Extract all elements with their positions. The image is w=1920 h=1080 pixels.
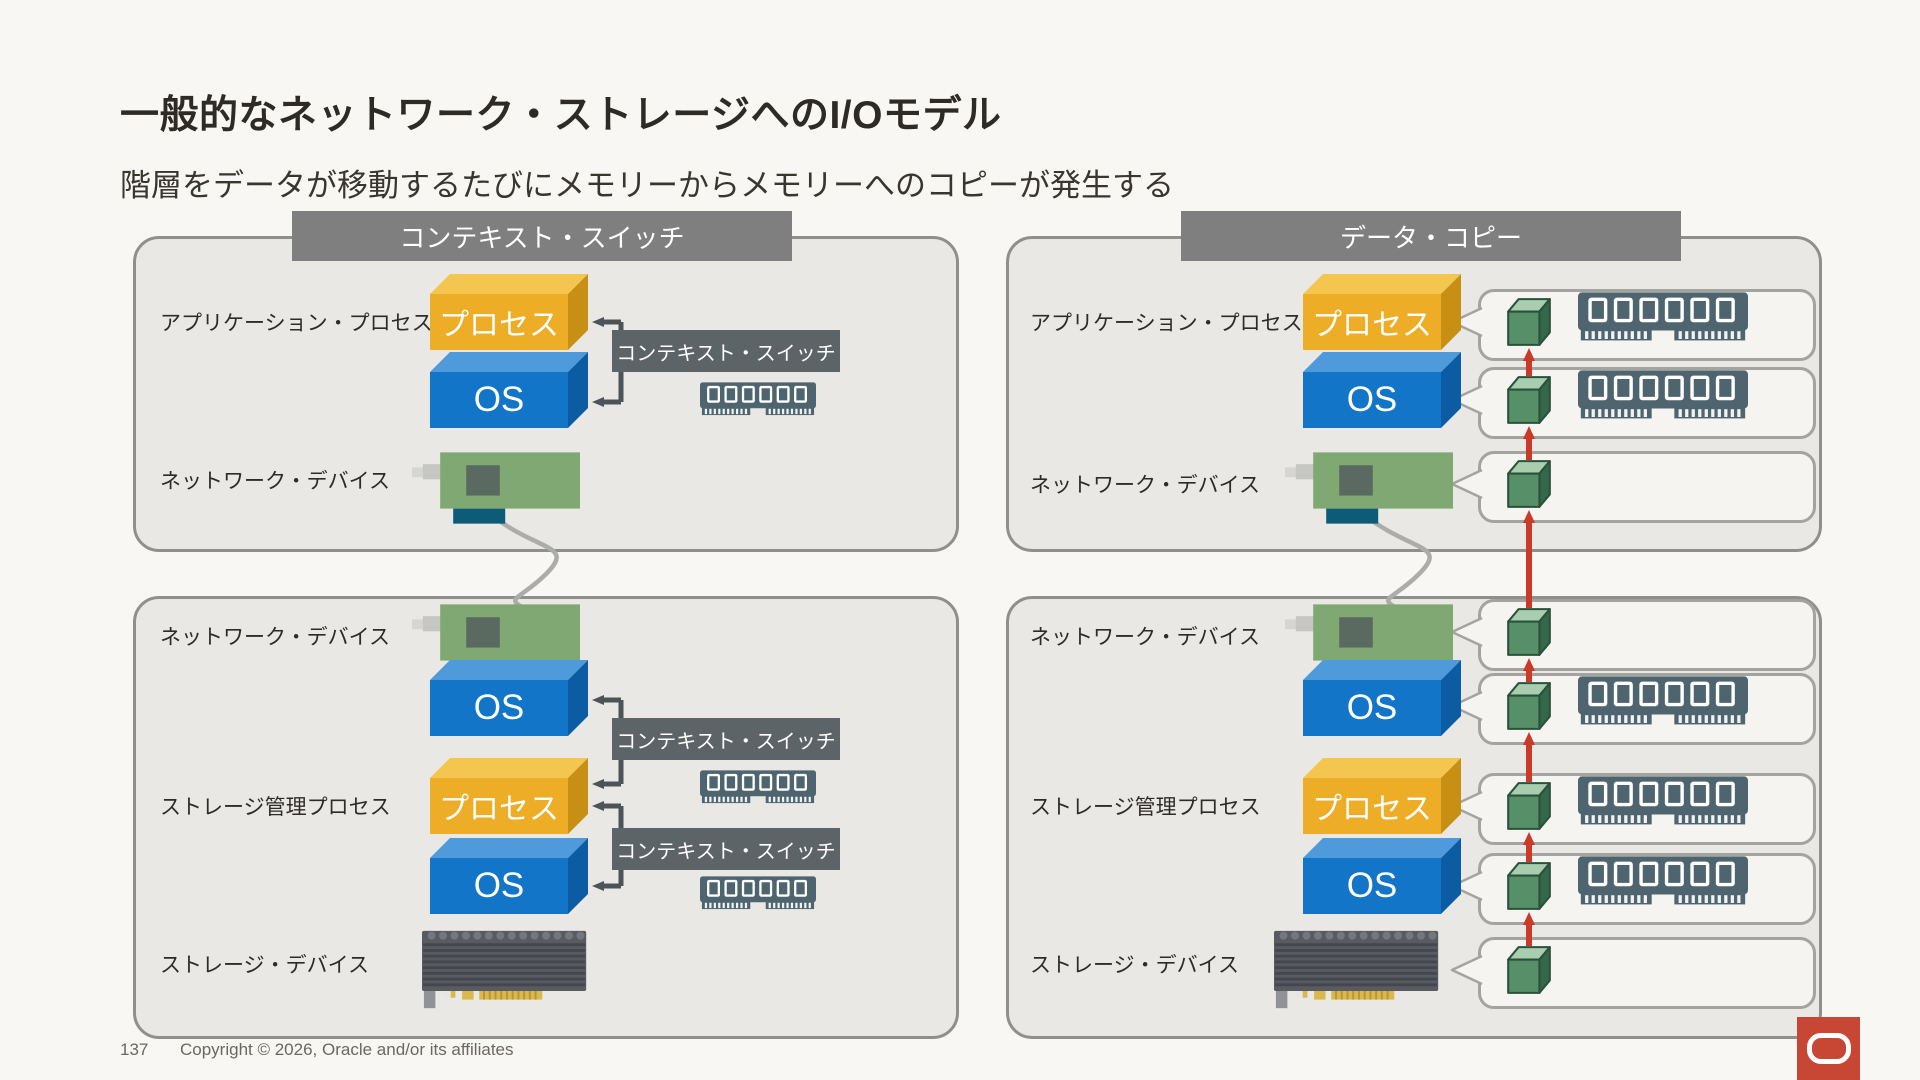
- header-band-data-copy: データ・コピー: [1181, 211, 1681, 261]
- data-block-icon: [1506, 606, 1552, 658]
- process-box-label: プロセス: [430, 294, 568, 350]
- memory-dimm-icon: [700, 382, 816, 423]
- storage-card-icon: [420, 928, 592, 1012]
- data-block-icon: [1506, 860, 1552, 912]
- oracle-logo: [1797, 1017, 1860, 1080]
- os-box: OS: [1303, 660, 1461, 736]
- memory-dimm-icon: [700, 770, 816, 811]
- storage-card-icon: [1272, 928, 1444, 1012]
- label-network-device: ネットワーク・デバイス: [160, 470, 390, 493]
- memory-dimm-icon: [1578, 676, 1748, 736]
- process-box: プロセス: [1303, 274, 1461, 350]
- process-box: プロセス: [430, 274, 588, 350]
- label-storage-mgmt-process: ストレージ管理プロセス: [160, 796, 391, 819]
- label-application-process: アプリケーション・プロセス: [1030, 312, 1303, 335]
- os-box: OS: [1303, 352, 1461, 428]
- oracle-logo-ring: [1806, 1033, 1851, 1064]
- memory-dimm-icon: [700, 876, 816, 917]
- os-box-label: OS: [1303, 372, 1441, 428]
- label-storage-device: ストレージ・デバイス: [1030, 954, 1239, 977]
- memory-dimm-icon: [1578, 856, 1748, 916]
- data-block-icon: [1506, 296, 1552, 348]
- data-block-icon: [1506, 680, 1552, 732]
- os-box-label: OS: [430, 372, 568, 428]
- os-box-label: OS: [1303, 680, 1441, 736]
- copyright-text: Copyright © 2026, Oracle and/or its affi…: [180, 1040, 514, 1059]
- process-box-label: プロセス: [430, 778, 568, 834]
- label-network-device: ネットワーク・デバイス: [1030, 626, 1260, 649]
- process-box-label: プロセス: [1303, 778, 1441, 834]
- data-block-icon: [1506, 944, 1552, 996]
- context-switch-tag: コンテキスト・スイッチ: [612, 718, 840, 760]
- network-card-icon: [412, 452, 580, 524]
- os-box-label: OS: [430, 680, 568, 736]
- os-box-label: OS: [1303, 858, 1441, 914]
- label-network-device: ネットワーク・デバイス: [160, 626, 390, 649]
- page-number: 137: [120, 1040, 149, 1059]
- memory-dimm-icon: [1578, 370, 1748, 430]
- os-box: OS: [430, 660, 588, 736]
- memory-dimm-icon: [1578, 292, 1748, 352]
- os-box: OS: [1303, 838, 1461, 914]
- os-box: OS: [430, 838, 588, 914]
- page-subtitle: 階層をデータが移動するたびにメモリーからメモリーへのコピーが発生する: [120, 168, 1174, 203]
- data-block-icon: [1506, 374, 1552, 426]
- header-band-context-switch: コンテキスト・スイッチ: [292, 211, 792, 261]
- os-box: OS: [430, 352, 588, 428]
- context-switch-tag: コンテキスト・スイッチ: [612, 330, 840, 372]
- process-box: プロセス: [1303, 758, 1461, 834]
- data-block-icon: [1506, 458, 1552, 510]
- process-box: プロセス: [430, 758, 588, 834]
- label-application-process: アプリケーション・プロセス: [160, 312, 433, 335]
- label-network-device: ネットワーク・デバイス: [1030, 474, 1260, 497]
- label-storage-mgmt-process: ストレージ管理プロセス: [1030, 796, 1261, 819]
- data-block-icon: [1506, 780, 1552, 832]
- page-title: 一般的なネットワーク・ストレージへのI/Oモデル: [120, 94, 1002, 137]
- label-storage-device: ストレージ・デバイス: [160, 954, 369, 977]
- process-box-label: プロセス: [1303, 294, 1441, 350]
- context-switch-tag: コンテキスト・スイッチ: [612, 828, 840, 870]
- os-box-label: OS: [430, 858, 568, 914]
- memory-dimm-icon: [1578, 776, 1748, 836]
- network-card-icon: [1285, 452, 1453, 524]
